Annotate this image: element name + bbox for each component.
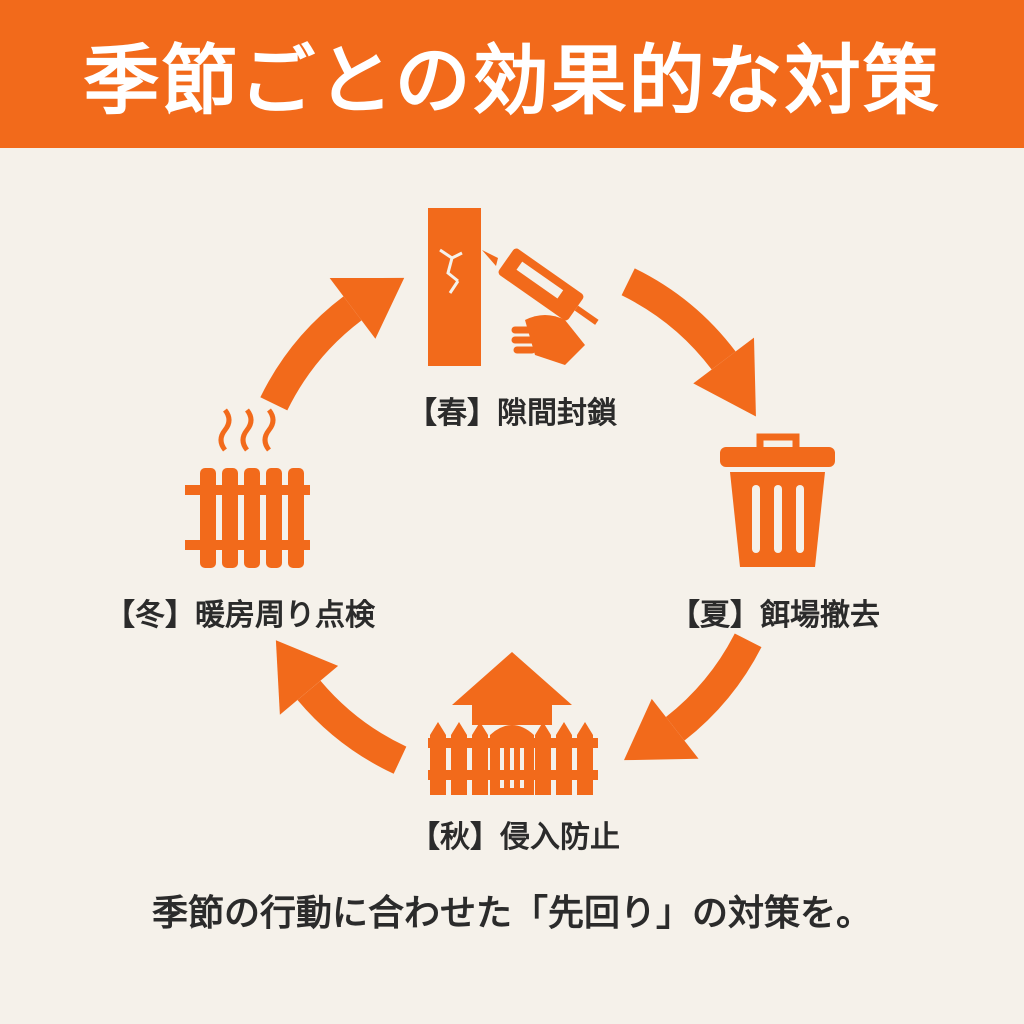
radiator-icon [185,408,310,568]
fence-picket [556,722,572,795]
caulking-gun-wall-icon [428,208,599,366]
cycle-arrows [260,268,762,774]
season-label-autumn: 【秋】侵入防止 [410,820,620,855]
season-label-spring: 【春】隙間封鎖 [407,396,617,431]
season-label-winter: 【冬】暖房周り点検 [105,598,375,633]
page-title: 季節ごとの効果的な対策 [83,36,941,125]
gate-slat [520,738,524,788]
cycle-arrow-shaft [297,680,407,774]
gate-slat [500,738,504,788]
gate-slat [510,738,514,788]
fence-picket [577,722,593,795]
fence-picket [535,722,551,795]
title-banner: 季節ごとの効果的な対策 [0,0,1024,148]
trash-can-icon [720,433,835,567]
cycle-arrow-shaft [621,268,736,370]
fence-picket [430,722,446,795]
cycle-arrow-head [329,277,405,339]
fence-picket [451,722,467,795]
cycle-arrow-head [623,698,699,761]
cycle-arrow-head [275,640,339,715]
fence-picket [472,722,488,795]
cycle-arrow-shaft [260,296,362,411]
house-fence-icon [428,652,598,795]
footer-message: 季節の行動に合わせた「先回り」の対策を。 [151,893,872,934]
cycle-arrow-head [693,337,756,417]
cycle-arrow-shaft [665,633,762,741]
season-label-summer: 【夏】餌場撤去 [670,598,880,633]
